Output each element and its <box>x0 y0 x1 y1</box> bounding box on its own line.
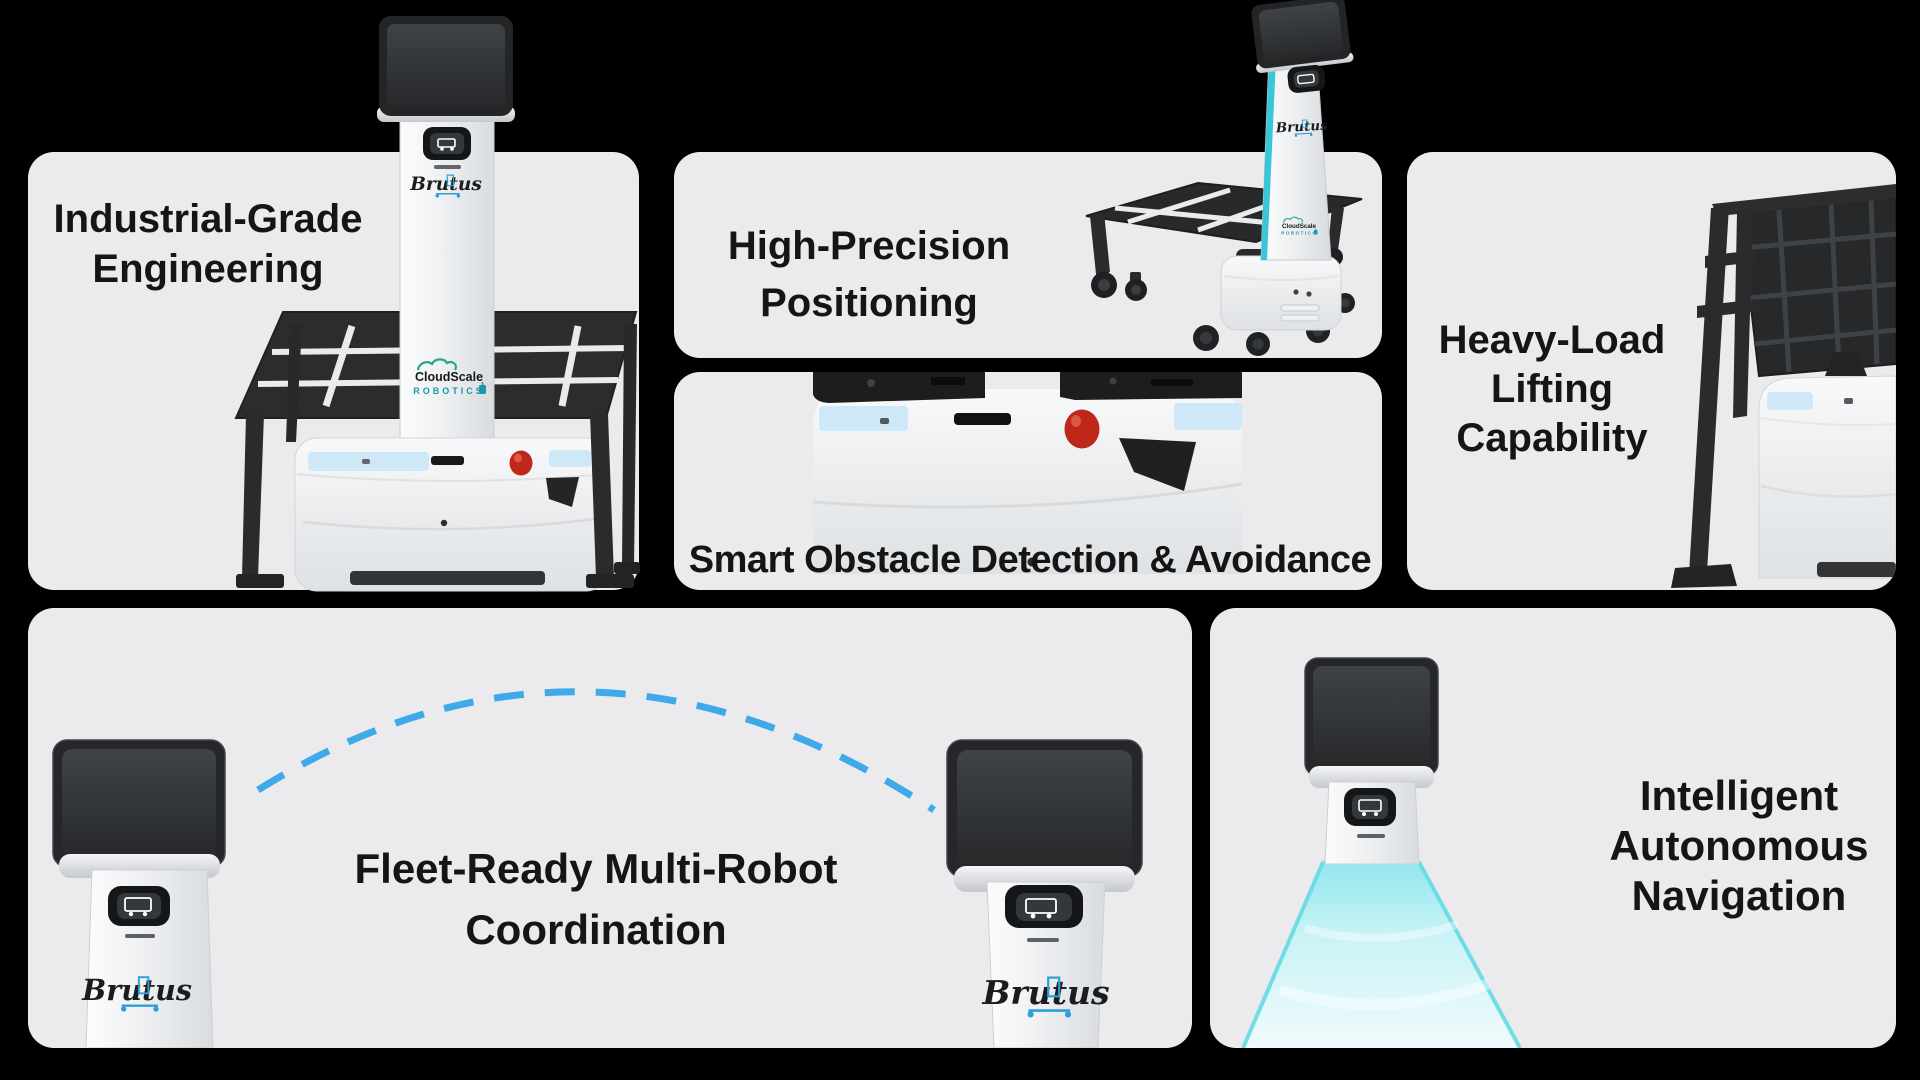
title-line: Capability <box>1456 416 1648 460</box>
title-line: Intelligent <box>1639 772 1839 819</box>
title-line: Industrial-Grade <box>53 197 363 241</box>
navigation-title: Intelligent Autonomous Navigation <box>1529 771 1896 921</box>
title-line: Lifting <box>1490 367 1614 411</box>
panel-smart-obstacle-detection <box>674 372 1382 590</box>
precision-title: High-Precision Positioning <box>664 218 1074 332</box>
panel-autonomous-navigation: Intelligent Autonomous Navigation <box>1210 608 1896 1048</box>
panel-fleet-coordination: Fleet-Ready Multi-Robot Coordination <box>28 608 1192 1048</box>
industrial-title: Industrial-Grade Engineering <box>0 194 438 294</box>
vehicle-icon <box>437 138 456 151</box>
brutus-logo <box>1273 117 1330 139</box>
panel-industrial-grade-engineering: Industrial-Grade Engineering <box>28 152 639 590</box>
title-line: Heavy-Load <box>1438 318 1666 362</box>
panel-heavy-load-lifting: Heavy-Load Lifting Capability <box>1407 152 1896 590</box>
title-line: Fleet-Ready Multi-Robot <box>354 845 838 892</box>
heavy-load-title: Heavy-Load Lifting Capability <box>1407 316 1712 463</box>
title-line: High-Precision <box>727 224 1011 268</box>
camera-module <box>1287 64 1326 93</box>
title-line: Positioning <box>760 281 978 325</box>
robot-head-display <box>1251 0 1354 74</box>
title-line: Navigation <box>1631 872 1847 919</box>
robot-head-display <box>377 16 515 122</box>
title-line: Autonomous <box>1609 822 1869 869</box>
title-line: Coordination <box>465 906 727 953</box>
vehicle-icon <box>1297 73 1315 85</box>
title-line: Engineering <box>92 247 324 291</box>
fleet-title: Fleet-Ready Multi-Robot Coordination <box>246 838 946 960</box>
panel-high-precision-positioning: High-Precision Positioning <box>674 152 1382 358</box>
